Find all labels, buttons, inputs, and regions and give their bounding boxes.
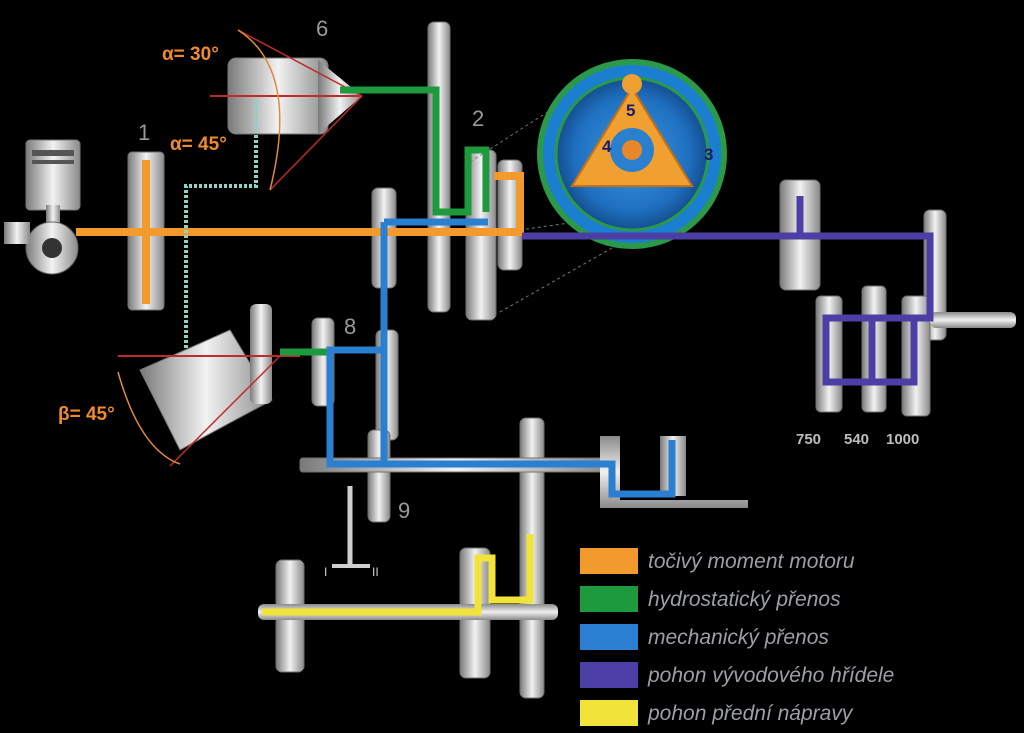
angle-beta-45: β= 45° [58,404,115,425]
legend-swatch-hydrostatic [580,586,638,612]
legend-swatch-front-axle [580,700,638,726]
legend-item: hydrostatický přenos [580,586,841,612]
flow-pto [522,196,934,386]
part-number-1: 1 [138,120,150,145]
gear-position-1: I [324,565,327,579]
legend-label: hydrostatický přenos [648,588,841,611]
rotor-label-5: 5 [626,101,635,120]
legend-label: mechanický přenos [648,626,829,649]
hydraulic-motor [117,304,300,467]
part-number-2: 2 [472,106,484,131]
flow-front-axle [262,534,534,616]
engine-piston [4,139,81,275]
pto-speed-1000: 1000 [886,431,919,448]
rotor-label-3: 3 [704,145,713,164]
legend-swatch-pto [580,662,638,688]
hydraulic-hose [184,100,258,350]
pto-speed-540: 540 [844,431,869,448]
hydraulic-pump-6 [210,29,363,191]
gear-stack-2 [427,21,523,321]
legend-swatch-engine-torque [580,548,638,574]
legend-item: pohon přední nápravy [580,700,854,726]
gear-selector: I II [324,486,379,579]
pto-speed-750: 750 [796,431,821,448]
legend-label: točivý moment motoru [648,550,855,573]
planetary-rotor-detail [469,59,727,313]
part-number-6: 6 [316,16,328,41]
legend-item: točivý moment motoru [580,548,855,574]
gear-position-2: II [372,565,379,579]
mechanical-gears [299,187,611,699]
part-number-9: 9 [398,498,410,523]
flow-engine-torque [76,160,524,304]
flow-mechanical [326,218,676,498]
legend-swatch-mechanical [580,624,638,650]
part-number-8: 8 [344,314,356,339]
legend-item: mechanický přenos [580,624,829,650]
flow-hydrostatic [280,86,490,356]
legend-item: pohon vývodového hřídele [580,662,894,688]
rotor-label-4: 4 [602,137,612,156]
legend-label: pohon přední nápravy [647,702,854,725]
angle-alpha-30: α= 30° [162,44,219,65]
legend-label: pohon vývodového hřídele [647,664,894,687]
legend: točivý moment motoru hydrostatický přeno… [580,548,894,726]
angle-alpha-45: α= 45° [170,134,227,155]
